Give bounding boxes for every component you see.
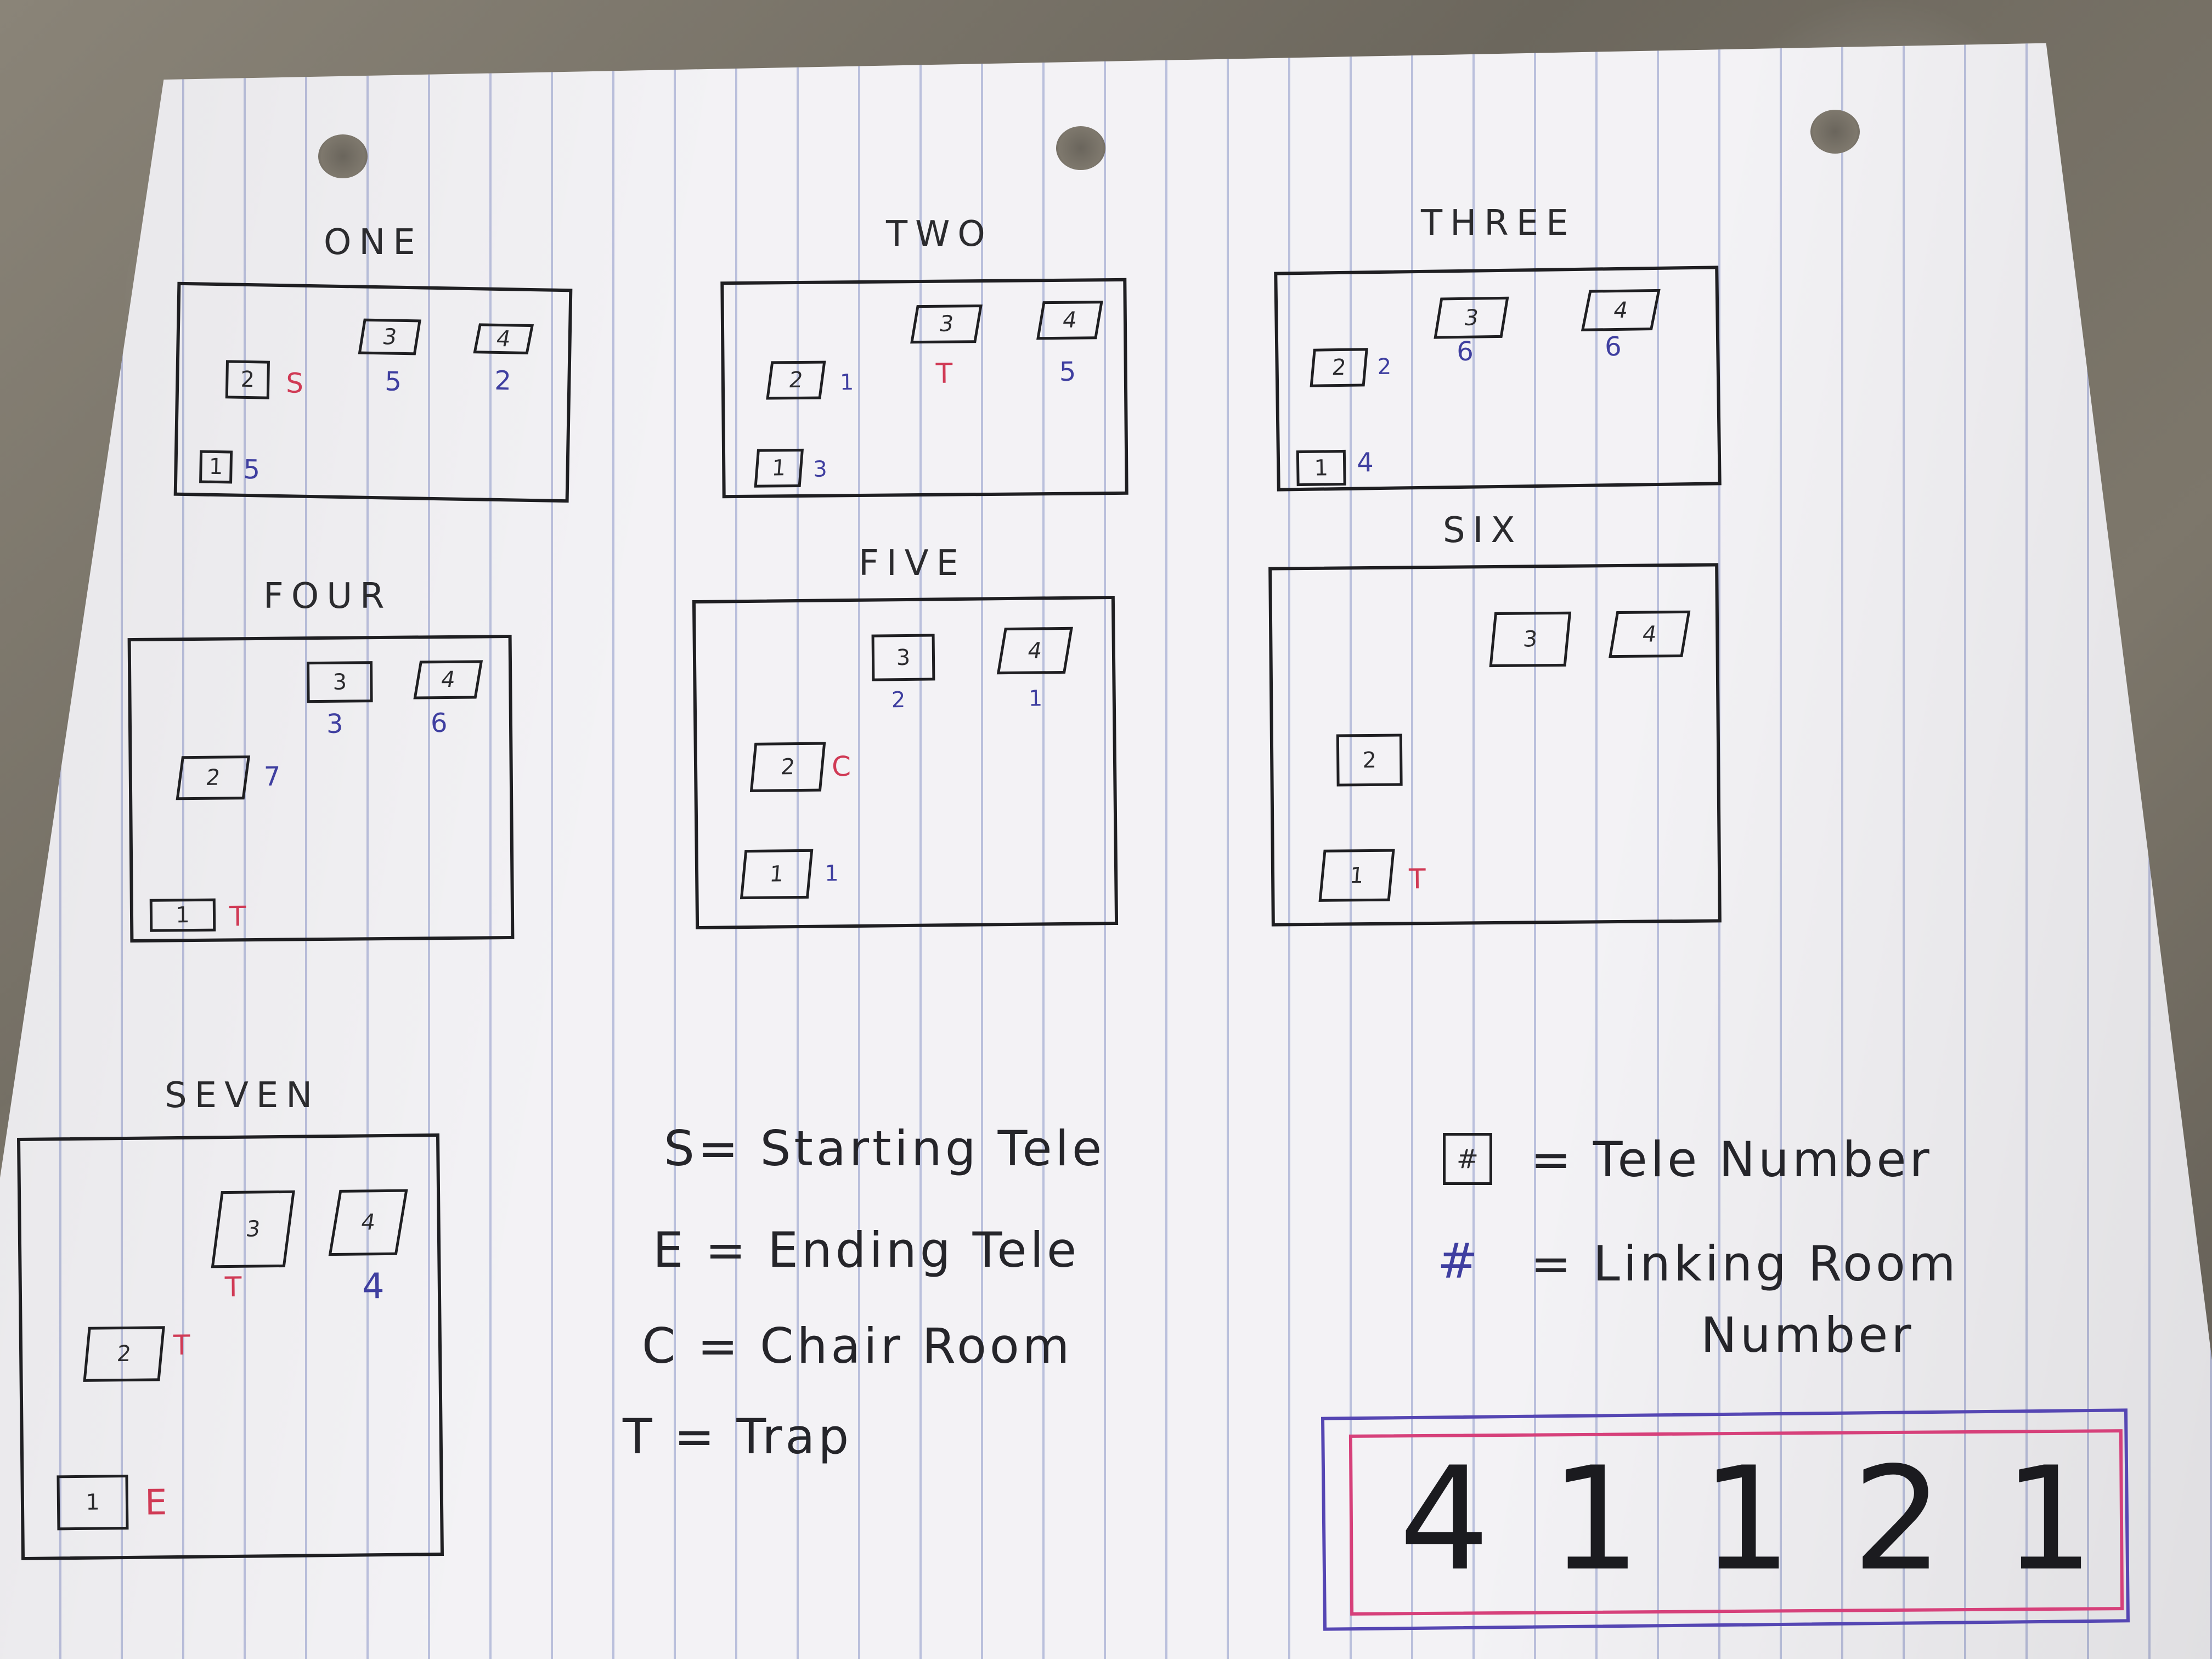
tele-box: 1 (199, 450, 233, 484)
tele-link-number: 4 (1356, 447, 1374, 478)
tele-link-number: 3 (813, 456, 827, 482)
tele-box: 4 (413, 660, 483, 699)
room-five-title: FIVE (859, 543, 966, 584)
legend-link-symbol: # (1437, 1233, 1481, 1289)
tele-box: 1 (57, 1474, 129, 1531)
starting-tele-mark: S (285, 367, 304, 399)
tele-box: 4 (996, 627, 1073, 675)
trap-mark: T (224, 1271, 242, 1304)
room-seven-box: 1 E 2 T 3 T 4 4 (16, 1133, 444, 1561)
tele-link-number: 2 (891, 687, 906, 713)
tele-box: 4 (328, 1189, 408, 1256)
tele-box: 1 (149, 898, 216, 932)
tele-link-number: 6 (1456, 336, 1474, 368)
tele-link-number: 5 (243, 454, 261, 486)
code-number: 41121 (1399, 1437, 2155, 1602)
tele-box: 3 (871, 634, 935, 681)
punch-hole-left (318, 134, 368, 178)
tele-box: 3 (211, 1190, 295, 1268)
room-one-box: 1 5 2 S 3 5 4 2 (173, 281, 573, 503)
room-seven-title: SEVEN (165, 1075, 320, 1116)
legend-ending: E = Ending Tele (653, 1222, 1080, 1278)
trap-mark: T (1408, 863, 1426, 895)
tele-link-number: 2 (1377, 354, 1392, 380)
punch-hole-right (1810, 110, 1860, 154)
punch-hole-middle (1056, 126, 1105, 170)
tele-box: 2 (176, 755, 251, 800)
tele-link-number: 3 (326, 708, 343, 740)
room-one-title: ONE (324, 222, 423, 263)
room-three-title: THREE (1421, 203, 1576, 244)
chair-room-mark: C (831, 751, 851, 783)
room-four-box: 1 T 2 7 3 3 4 6 (127, 634, 515, 943)
legend-linking-room: = Linking Room (1531, 1235, 1959, 1292)
tele-box: 2 (1310, 348, 1368, 387)
room-six-title: SIX (1443, 510, 1523, 551)
tele-box: 3 (358, 318, 421, 356)
tele-link-number: 2 (494, 365, 512, 397)
tele-link-number: 1 (839, 370, 854, 396)
legend-trap: T = Trap (623, 1408, 853, 1465)
room-three-box: 1 4 2 2 3 6 4 6 (1274, 266, 1722, 492)
tele-box: 2 (1336, 733, 1403, 787)
legend-starting: S= Starting Tele (664, 1120, 1105, 1177)
trap-mark: T (935, 357, 953, 390)
tele-box: 2 (749, 742, 826, 792)
tele-box: 1 (1296, 449, 1346, 487)
room-six-box: 1 T 2 3 4 (1268, 563, 1722, 927)
tele-link-number: 7 (263, 761, 281, 792)
tele-box: 2 (225, 360, 270, 399)
room-four-title: FOUR (263, 576, 392, 617)
tele-box: 2 (766, 360, 826, 400)
legend-tele-symbol-box: # (1443, 1133, 1492, 1185)
tele-box: 1 (1318, 849, 1395, 902)
tele-link-number: 1 (824, 861, 839, 887)
tele-link-number: 4 (362, 1266, 385, 1307)
tele-box: 1 (740, 849, 814, 900)
tele-link-number: 1 (1028, 686, 1043, 712)
trap-mark: T (229, 900, 246, 933)
tele-box: 3 (910, 304, 983, 344)
tele-link-number: 5 (1059, 356, 1076, 387)
tele-box: 4 (1581, 289, 1661, 331)
tele-box: 4 (1609, 610, 1691, 658)
tele-link-number: 6 (430, 707, 448, 739)
tele-box: 3 (306, 661, 373, 703)
tele-box: 2 (83, 1326, 165, 1382)
room-two-title: TWO (886, 214, 993, 255)
tele-box: 1 (754, 448, 804, 488)
trap-mark: T (173, 1329, 190, 1362)
tele-link-number: 6 (1604, 331, 1622, 363)
legend-linking-room-number: Number (1701, 1307, 1915, 1363)
tele-link-number: 5 (384, 366, 402, 397)
tele-box: 4 (473, 323, 534, 354)
tele-box: 3 (1489, 611, 1572, 668)
tele-box: 3 (1434, 296, 1509, 339)
ending-tele-mark: E (144, 1482, 167, 1523)
legend-tele-number: = Tele Number (1531, 1131, 1933, 1188)
room-five-box: 1 1 2 C 3 2 4 1 (692, 595, 1119, 930)
tele-box: 4 (1036, 301, 1103, 340)
legend-chair: C = Chair Room (642, 1318, 1073, 1374)
room-two-box: 1 3 2 1 3 T 4 5 (720, 278, 1128, 499)
